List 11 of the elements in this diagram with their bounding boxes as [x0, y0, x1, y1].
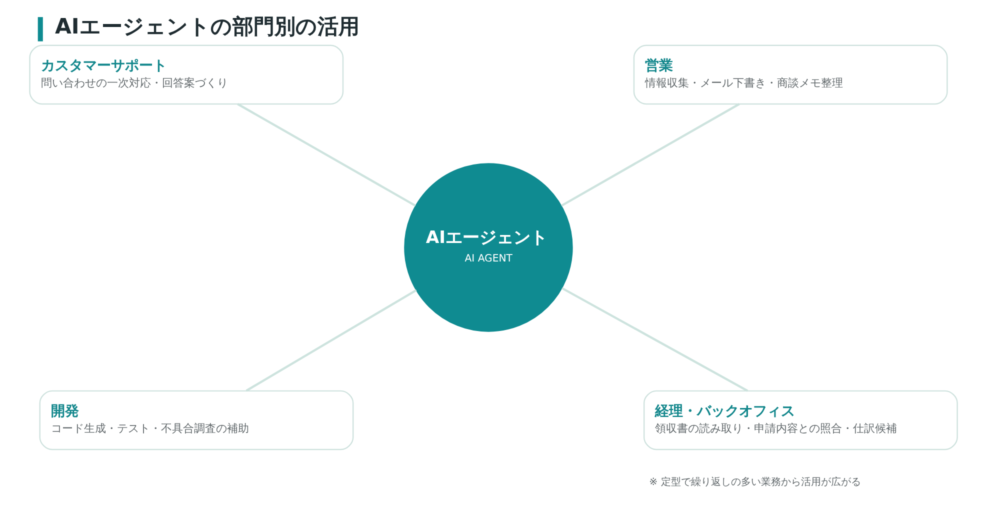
node-box: 営業 情報収集・メール下書き・商談メモ整理 — [632, 44, 948, 104]
node-box: 経理・バックオフィス 領収書の読み取り・申請内容との照合・仕訳候補 — [642, 390, 958, 450]
diagram-title: AIエージェントの部門別の活用 — [54, 14, 359, 40]
connector — [236, 102, 416, 206]
connector — [245, 288, 416, 392]
connector — [560, 102, 740, 206]
label: ※ 定型で繰り返しの多い業務から活用が広がる — [648, 476, 860, 488]
node-circle: AIエージェント AI AGENT — [404, 162, 572, 332]
node-box: カスタマーサポート 問い合わせの一次対応・回答案づくり — [28, 44, 344, 104]
node-box: 開発 コード生成・テスト・不具合調査の補助 — [38, 390, 354, 450]
connector — [561, 286, 748, 392]
